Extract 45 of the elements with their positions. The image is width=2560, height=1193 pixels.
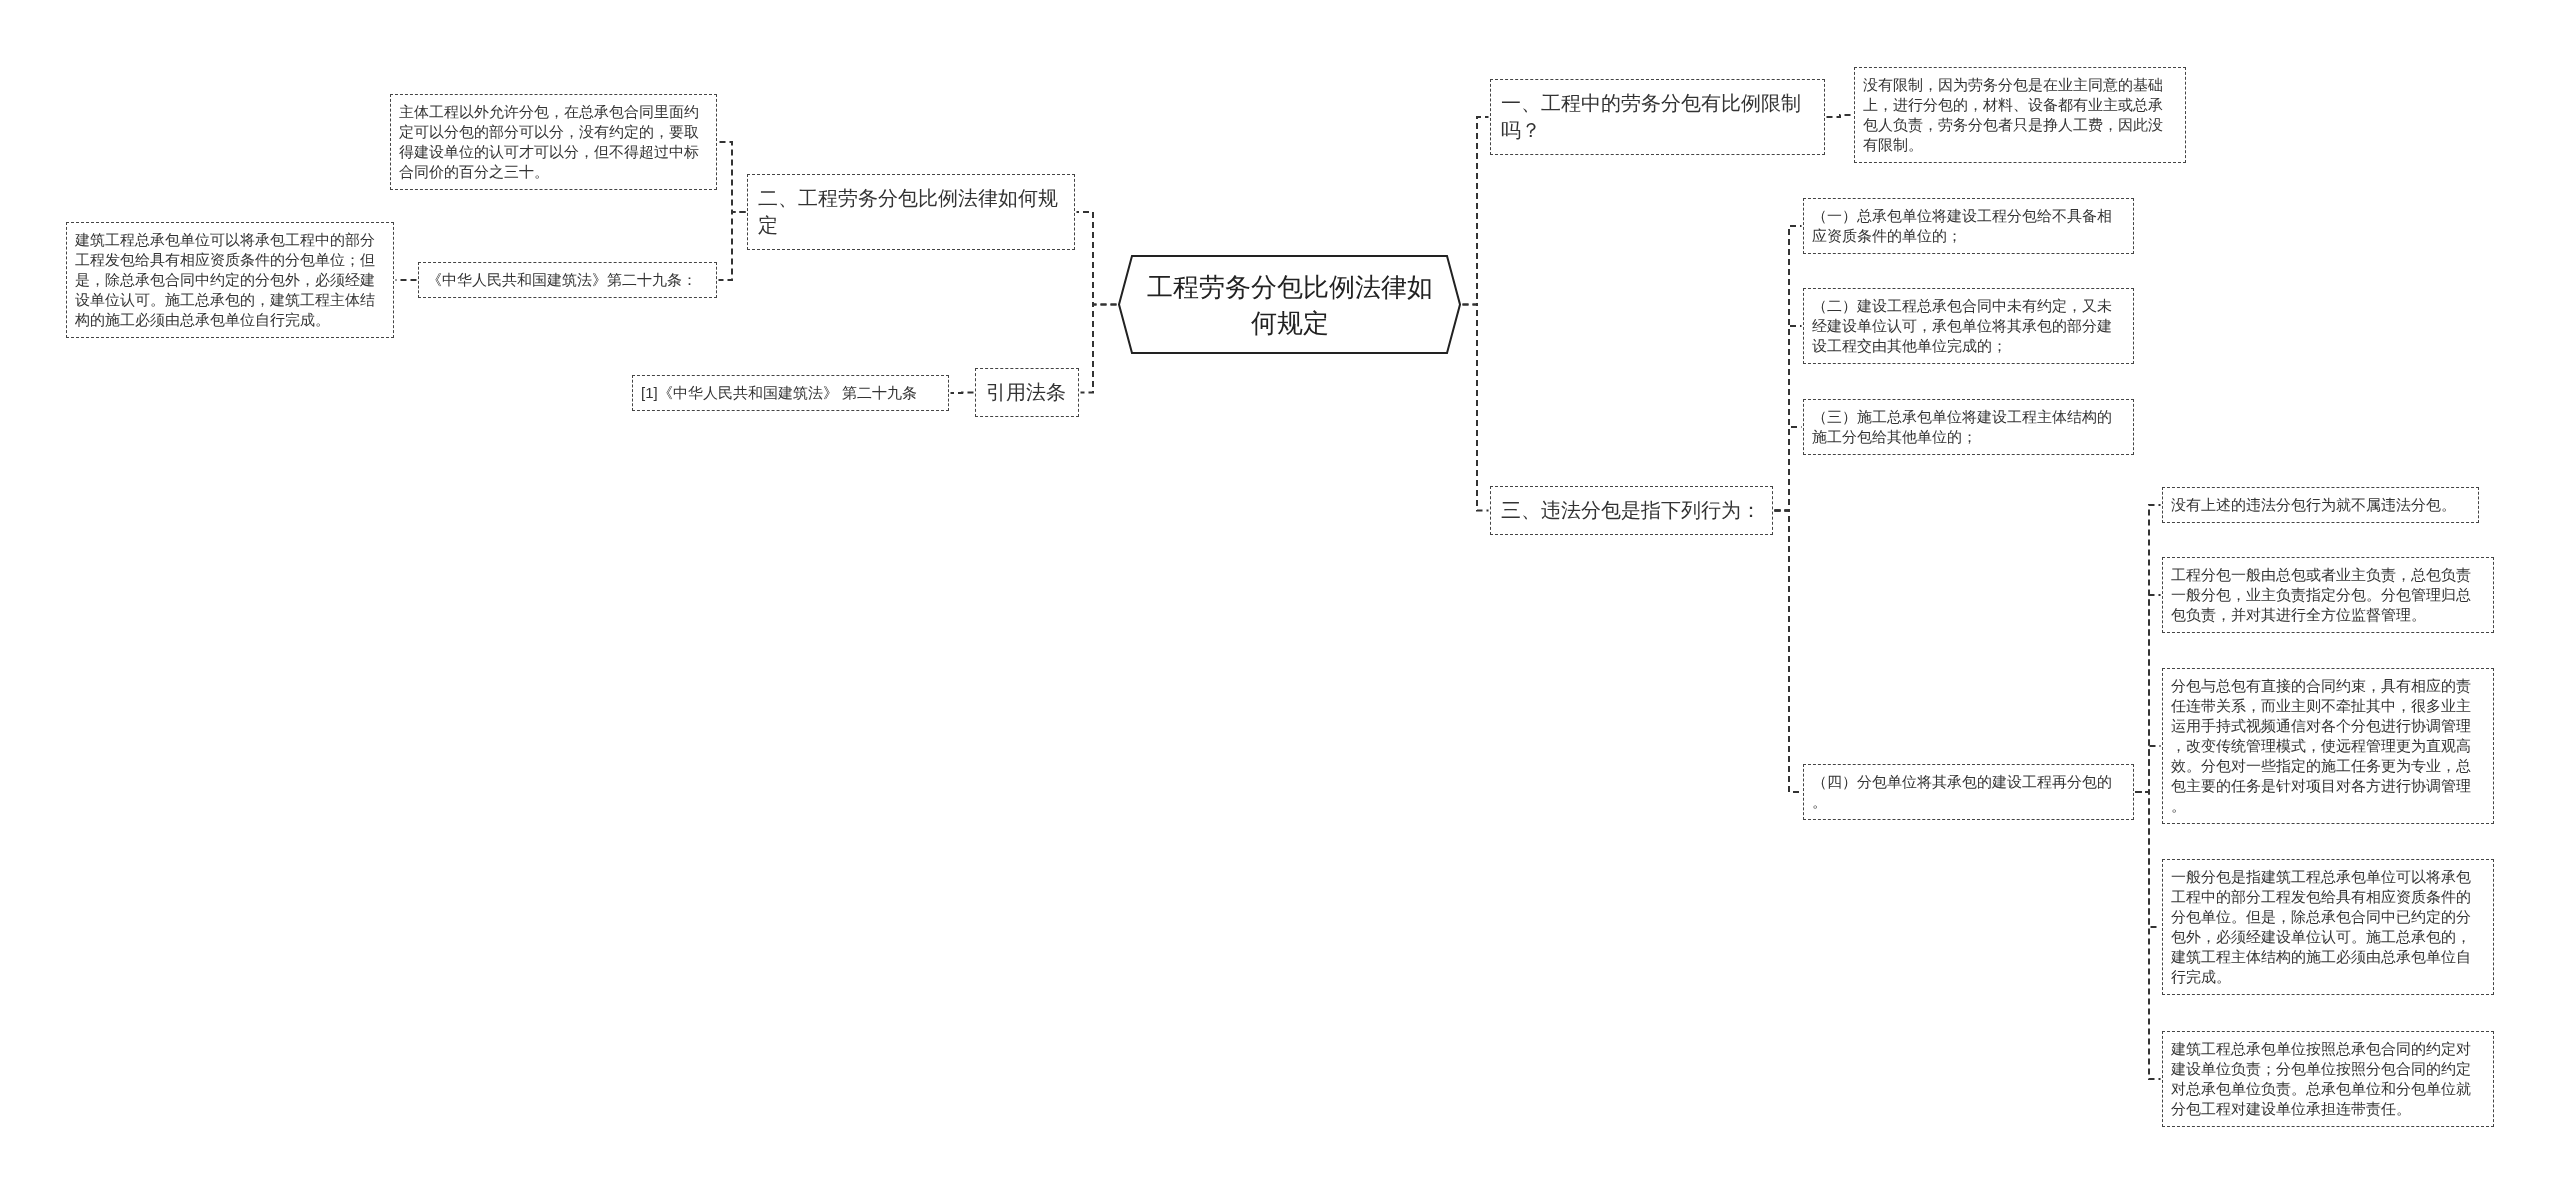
subtopic-card (1803, 288, 2134, 364)
subtopic-card (2162, 557, 2494, 633)
connector-line (717, 211, 747, 281)
subtopic-text: 没有限制，因为劳务分包是在业主同意的基础上，进行分包的，材料、设备都有业主或总承包人负责，劳务分包者只是挣人工费，因此没有限制。 (1863, 75, 2164, 155)
subtopic-card (2162, 859, 2494, 995)
subtopic-card (2162, 668, 2494, 824)
main-topic-card (747, 174, 1075, 250)
subtopic-card (1854, 67, 2186, 163)
subtopic-card (418, 262, 717, 298)
main-topic-text: 引用法条 (986, 380, 1067, 405)
subtopic-text: [1]《中华人民共和国建筑法》 第二十九条 (641, 383, 918, 403)
subtopic-card (2162, 487, 2479, 523)
main-topic-text: 三、违法分包是指下列行为： (1501, 498, 1762, 523)
subtopic-card (2162, 1031, 2494, 1127)
connector-line (394, 279, 418, 281)
subtopic-text: 建筑工程总承包单位按照总承包合同的约定对建设单位负责；分包单位按照分包合同的约定对总承包单位负责。总承包单位和分包单位就分包工程对建设单位承担连带责任。 (2171, 1039, 2472, 1119)
subtopic-card (1803, 198, 2134, 254)
subtopic-text: 工程分包一般由总包或者业主负责，总包负责一般分包，业主负责指定分包。分包管理归总包负责，并对其进行全方位监督管理。 (2171, 565, 2472, 625)
main-topic-text: 一、工程中的劳务分包有比例限制吗？ (1501, 91, 1802, 143)
subtopic-text: 建筑工程总承包单位可以将承包工程中的部分工程发包给具有相应资质条件的分包单位；但是，除总承包合同中约定的分包外，必须经建设单位认可。施工总承包的，建筑工程主体结构的施工必须由总承包单位自行完成。 (75, 230, 376, 330)
subtopic-card (1803, 764, 2134, 820)
main-topic-card (1490, 79, 1825, 155)
subtopic-card (632, 375, 949, 411)
subtopic-text: （三）施工总承包单位将建设工程主体结构的施工分包给其他单位的； (1812, 407, 2113, 447)
subtopic-text: 分包与总包有直接的合同约束，具有相应的责任连带关系，而业主则不牵扯其中，很多业主运用手持式视频通信对各个分包进行协调管理，改变传统管理模式，使远程管理更为直观高效。分包对一些指定的施工任务更为专业，总包主要的任务是针对项目对各方进行协调管理。 (2171, 676, 2472, 816)
subtopic-text: （四）分包单位将其承包的建设工程再分包的。 (1812, 772, 2113, 812)
connector-line (1825, 114, 1854, 118)
subtopic-text: 主体工程以外允许分包，在总承包合同里面约定可以分包的部分可以分，没有约定的，要取得建设单位的认可才可以分，但不得超过中标合同价的百分之三十。 (399, 102, 700, 182)
connector-line (949, 391, 975, 394)
main-topic-card (1490, 486, 1773, 535)
main-topic-card (975, 368, 1079, 417)
subtopic-text: （一）总承包单位将建设工程分包给不具备相应资质条件的单位的； (1812, 206, 2113, 246)
main-topic-text: 二、工程劳务分包比例法律如何规定 (758, 186, 1059, 238)
central-topic (1118, 255, 1461, 354)
central-topic-text: 工程劳务分包比例法律如何规定 (1145, 270, 1434, 340)
subtopic-card (66, 222, 394, 338)
subtopic-card (390, 94, 717, 190)
subtopic-text: 没有上述的违法分包行为就不属违法分包。 (2171, 495, 2457, 515)
subtopic-text: （二）建设工程总承包合同中未有约定，又未经建设单位认可，承包单位将其承包的部分建设工程交由其他单位完成的； (1812, 296, 2113, 356)
connector-line (1461, 303, 1490, 512)
connector-line (1079, 303, 1118, 394)
subtopic-text: 《中华人民共和国建筑法》第二十九条： (427, 270, 698, 290)
subtopic-card (1803, 399, 2134, 455)
connector-line (2134, 791, 2162, 1080)
subtopic-text: 一般分包是指建筑工程总承包单位可以将承包工程中的部分工程发包给具有相应资质条件的分包单位。但是，除总承包合同中已约定的分包外，必须经建设单位认可。施工总承包的，建筑工程主体结构的施工必须由总承包单位自行完成。 (2171, 867, 2472, 987)
